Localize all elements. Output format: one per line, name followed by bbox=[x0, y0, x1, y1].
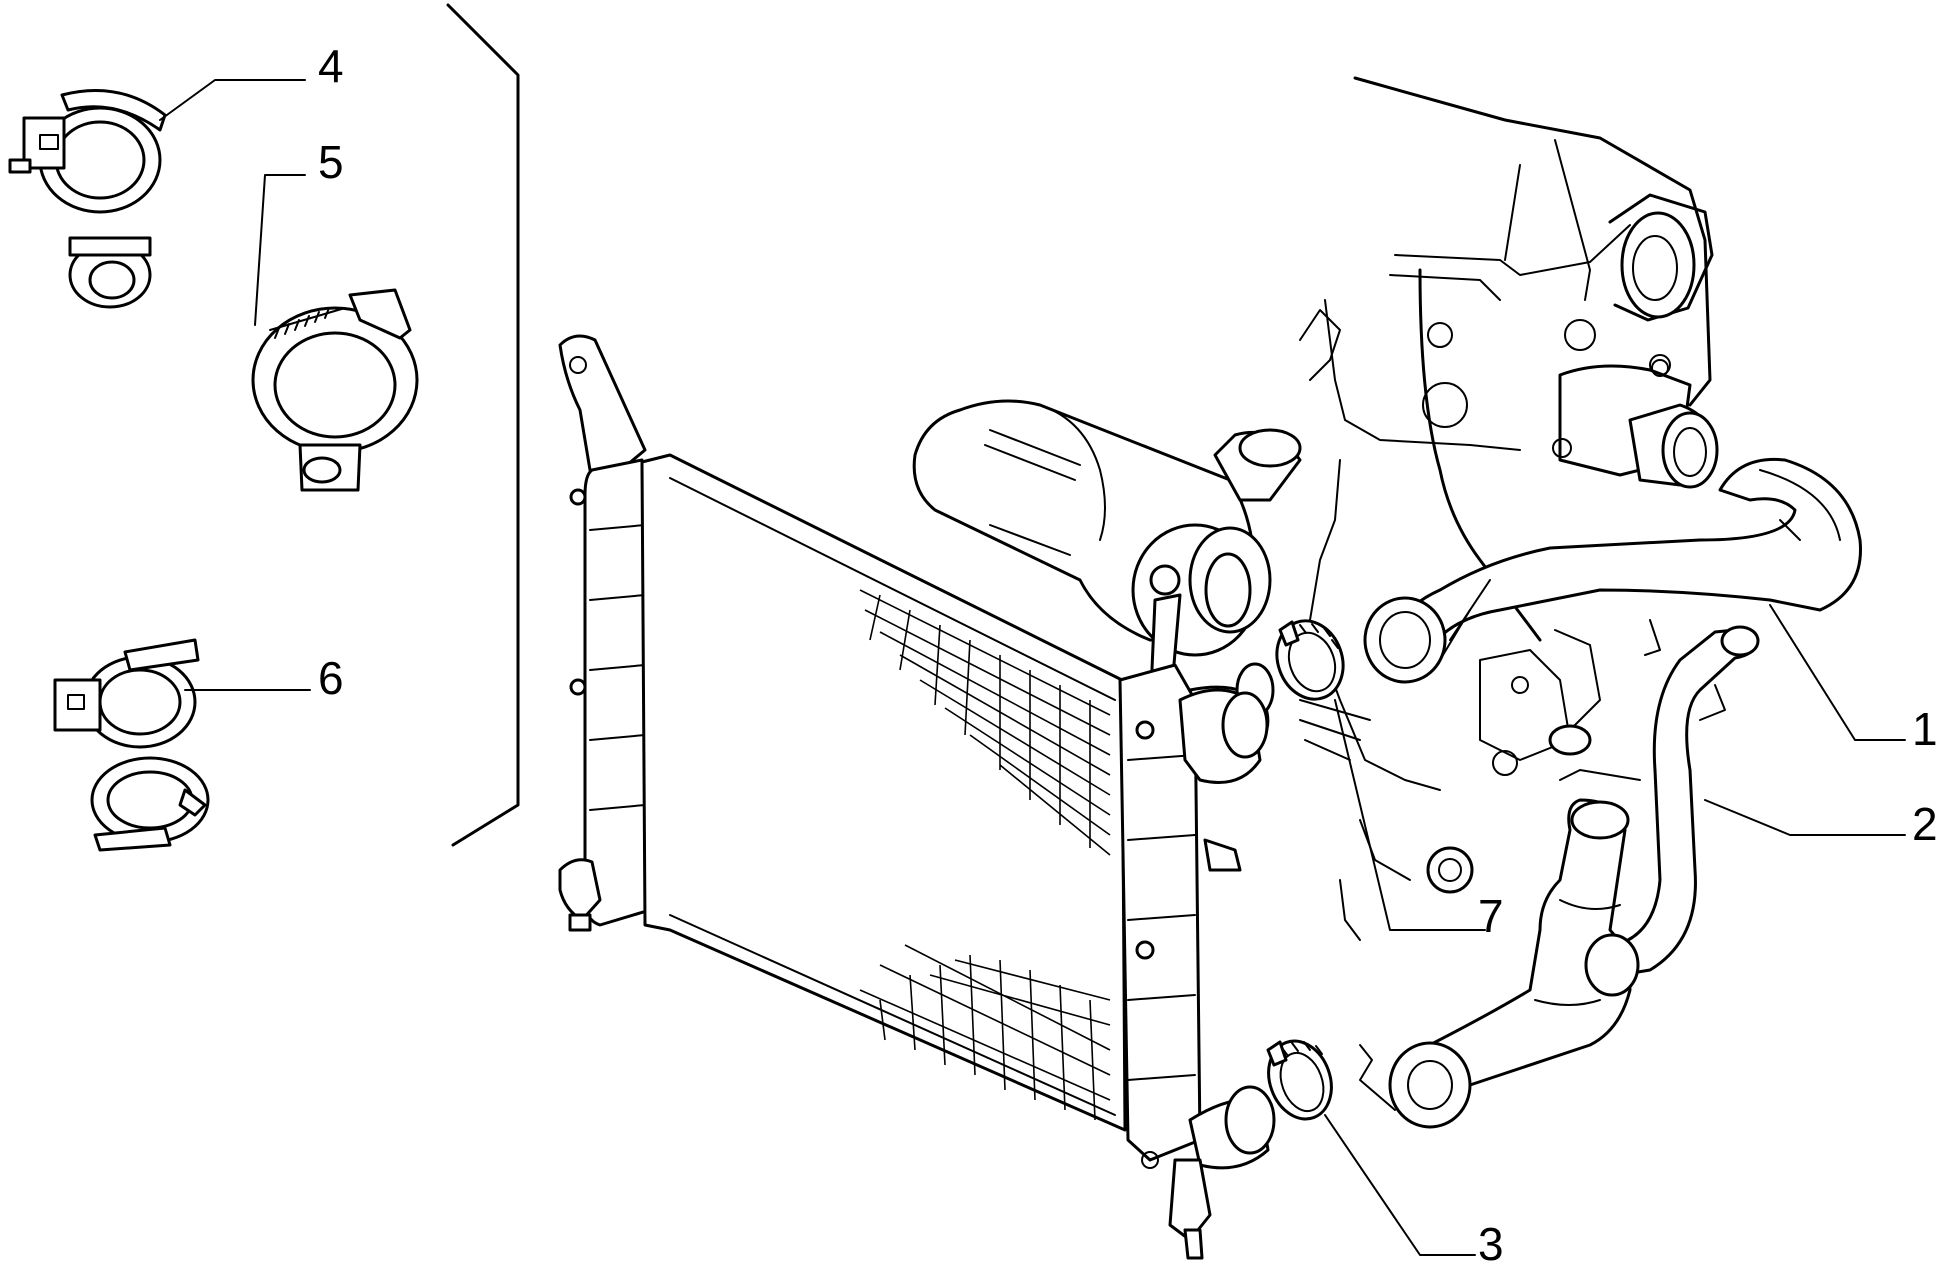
hose-bracket-mark bbox=[1359, 1044, 1396, 1111]
hose-clip-4 bbox=[8, 89, 167, 309]
leader-line-2 bbox=[1704, 799, 1906, 836]
radiator bbox=[558, 334, 1276, 1260]
leader-line-5 bbox=[254, 174, 306, 326]
leader-line-1 bbox=[1769, 604, 1906, 741]
callout-label-3: 3 bbox=[1478, 1218, 1504, 1265]
callout-leader-lines bbox=[159, 79, 1906, 1256]
callout-label-1: 1 bbox=[1912, 703, 1938, 755]
callout-label-6: 6 bbox=[318, 652, 344, 704]
hose-clip-5 bbox=[251, 288, 419, 492]
leader-line-4 bbox=[159, 79, 306, 121]
hose-1-upper-radiator-hose bbox=[1363, 457, 1862, 684]
callout-label-2: 2 bbox=[1912, 798, 1938, 850]
hose-clamp-7 bbox=[1275, 619, 1345, 701]
callout-label-7: 7 bbox=[1478, 890, 1504, 942]
callout-label-5: 5 bbox=[318, 136, 344, 188]
hose-clamp-3 bbox=[1266, 1039, 1333, 1121]
hose-clip-6 bbox=[53, 638, 210, 852]
engine-block bbox=[1299, 76, 1726, 941]
callout-label-4: 4 bbox=[318, 40, 344, 92]
leader-line-7 bbox=[1334, 699, 1486, 931]
callout-labels: 4 5 6 1 2 7 3 bbox=[318, 40, 1938, 1265]
detail-bracket bbox=[446, 3, 520, 847]
hose-2-bypass-pipe bbox=[1388, 625, 1760, 1129]
leader-line-3 bbox=[1324, 1114, 1476, 1256]
radiator-core-mesh-lower bbox=[859, 944, 1111, 1121]
radiator-core-mesh-upper bbox=[859, 589, 1111, 856]
thermostat-housing bbox=[1552, 359, 1719, 489]
